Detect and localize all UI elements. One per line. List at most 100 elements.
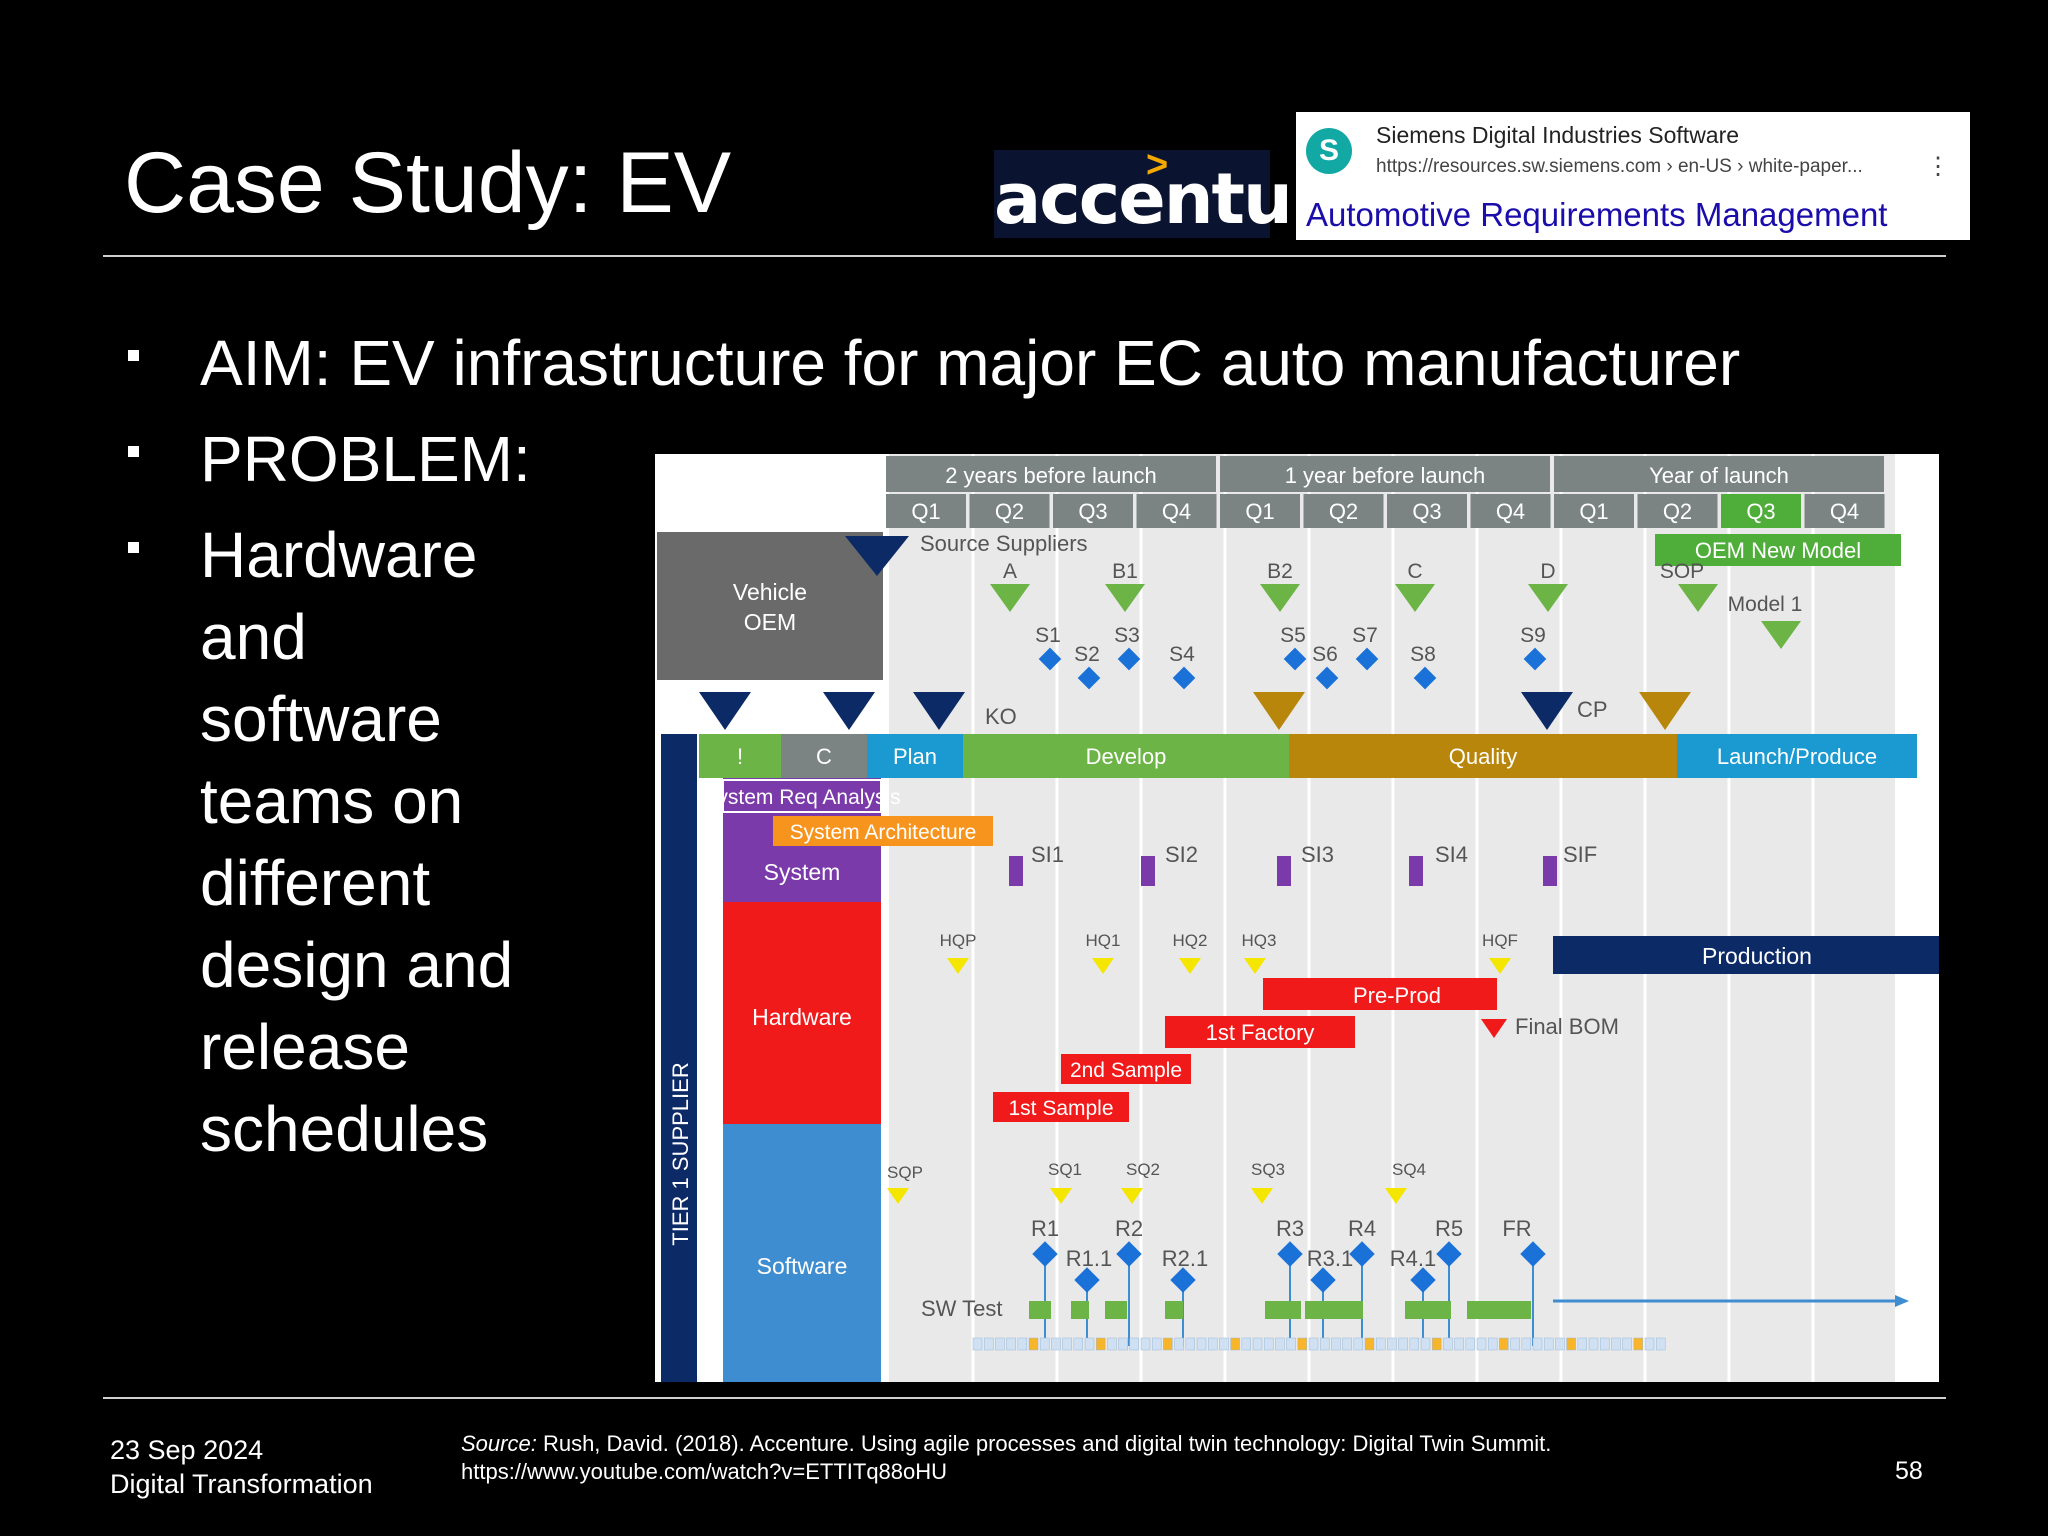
sprint-cell <box>1286 1337 1296 1351</box>
oem-new-model-bar <box>1655 534 1901 566</box>
sprint-cell <box>1353 1337 1364 1351</box>
quarter-label: Q2 <box>1663 499 1692 524</box>
sprint-cell <box>1185 1337 1196 1351</box>
sprint-cell <box>1207 1337 1218 1351</box>
si-marker <box>1543 856 1557 886</box>
phase-bar: ! C Plan Develop Quality Launch/Produce <box>699 734 1917 778</box>
sprint-cell <box>1140 1337 1151 1351</box>
sw-test-bar <box>1029 1301 1051 1319</box>
si-marker <box>1141 856 1155 886</box>
system-arch-label: System Architecture <box>790 821 977 844</box>
supplier-label: S2 <box>1074 643 1100 666</box>
source-url[interactable]: https://www.youtube.com/watch?v=ETTITq88… <box>461 1459 948 1484</box>
sprint-cell <box>1028 1337 1039 1351</box>
hq-labels: HQP HQ1 HQ2 HQ3 HQF <box>940 931 1518 950</box>
quarter-label: Q1 <box>1245 499 1274 524</box>
search-result-card[interactable]: S Siemens Digital Industries Software ht… <box>1296 112 1970 240</box>
quarter-label: Q2 <box>1329 499 1358 524</box>
svg-text:SQ4: SQ4 <box>1392 1160 1426 1179</box>
site-avatar: S <box>1306 128 1352 174</box>
svg-text:SI4: SI4 <box>1435 842 1468 867</box>
svg-text:R4: R4 <box>1348 1216 1376 1241</box>
milestone-marker <box>1395 584 1435 612</box>
sprint-cell <box>1006 1337 1016 1351</box>
period-label: 1 year before launch <box>1285 463 1486 488</box>
production-label: Production <box>1702 943 1812 969</box>
sprint-cell <box>1375 1337 1386 1351</box>
svg-text:R3.1: R3.1 <box>1307 1246 1353 1271</box>
vehicle-oem-block <box>657 532 883 680</box>
final-bom-label: Final BOM <box>1515 1014 1619 1039</box>
quarter-cell <box>1721 494 1801 528</box>
sprint-cell <box>1465 1337 1476 1351</box>
footer-date: 23 Sep 2024 <box>110 1435 264 1465</box>
svg-text:HQ2: HQ2 <box>1173 931 1208 950</box>
quarter-label: Q1 <box>1579 499 1608 524</box>
system-req-label: System Req Analysis <box>703 786 900 809</box>
second-sample-label: 2nd Sample <box>1070 1059 1182 1082</box>
production-bar <box>1553 936 1939 974</box>
svg-text:B2: B2 <box>1267 560 1293 583</box>
svg-text:A: A <box>1003 560 1017 583</box>
sq-marker <box>1385 1188 1407 1204</box>
sprint-cell <box>1163 1337 1173 1351</box>
sprint-cell <box>1443 1337 1453 1351</box>
sprint-cell <box>1454 1337 1464 1351</box>
sprint-cell <box>1599 1337 1610 1351</box>
quarter-label: Q4 <box>1162 499 1191 524</box>
si-labels: SI1 SI2 SI3 SI4 SIF <box>1031 842 1597 867</box>
sprint-cell <box>1431 1337 1442 1351</box>
sprint-cell <box>1241 1337 1252 1351</box>
phase-label: C <box>816 744 832 769</box>
quarter-cell <box>969 494 1050 528</box>
sprint-cell <box>1655 1337 1666 1351</box>
quarter-label: Q3 <box>1078 499 1107 524</box>
system-label: System <box>764 859 841 885</box>
phase-segment <box>699 734 781 778</box>
sprint-cell <box>1420 1337 1431 1351</box>
supplier-label: S6 <box>1312 643 1338 666</box>
phase-label: ! <box>737 744 743 769</box>
svg-text:C: C <box>1407 560 1422 583</box>
slide-title: Case Study: EV <box>124 135 732 231</box>
sop-marker <box>1678 584 1718 612</box>
sprint-cell <box>1543 1337 1554 1351</box>
hq-marker <box>1489 958 1511 974</box>
sw-test-bar <box>1071 1301 1089 1319</box>
quarter-cell <box>886 494 966 528</box>
milestone-marker <box>1105 584 1145 612</box>
svg-text:SI2: SI2 <box>1165 842 1198 867</box>
gate-markers: KO CP <box>699 692 1691 730</box>
svg-text:FR: FR <box>1502 1216 1531 1241</box>
phase-segment <box>781 734 867 778</box>
svg-text:R2.1: R2.1 <box>1162 1246 1208 1271</box>
search-result-heading[interactable]: Automotive Requirements Management <box>1306 196 1888 233</box>
sprint-cell <box>1510 1337 1520 1351</box>
supplier-label: S3 <box>1114 624 1140 647</box>
sprint-cell <box>1118 1337 1128 1351</box>
quarter-cell <box>1637 494 1718 528</box>
milestone-marker <box>1260 584 1300 612</box>
ko-marker <box>913 692 965 730</box>
svg-text:R3: R3 <box>1276 1216 1304 1241</box>
svg-text:HQ1: HQ1 <box>1086 931 1121 950</box>
oem-label: Vehicle <box>733 579 807 605</box>
quarter-cell <box>1804 494 1885 528</box>
supplier-label: S4 <box>1169 643 1195 666</box>
accenture-logo: > accenture <box>994 144 1371 240</box>
sprint-cell <box>1611 1337 1621 1351</box>
quarter-cell <box>1303 494 1384 528</box>
oem-new-model-label: OEM New Model <box>1695 538 1861 563</box>
sprint-cell <box>1084 1337 1095 1351</box>
launch-gate-marker <box>1639 692 1691 730</box>
si-marker <box>1409 856 1423 886</box>
svg-text:R1: R1 <box>1031 1216 1059 1241</box>
period-cell <box>886 456 1216 492</box>
svg-text:R4.1: R4.1 <box>1390 1246 1436 1271</box>
phase-label: Plan <box>893 744 937 769</box>
first-sample-label: 1st Sample <box>1008 1097 1113 1120</box>
model1-marker <box>1761 621 1801 649</box>
search-result-url[interactable]: https://resources.sw.siemens.com › en-US… <box>1376 156 1863 177</box>
tier1-band <box>661 734 697 1382</box>
more-options-icon[interactable]: ⋮ <box>1926 153 1950 180</box>
